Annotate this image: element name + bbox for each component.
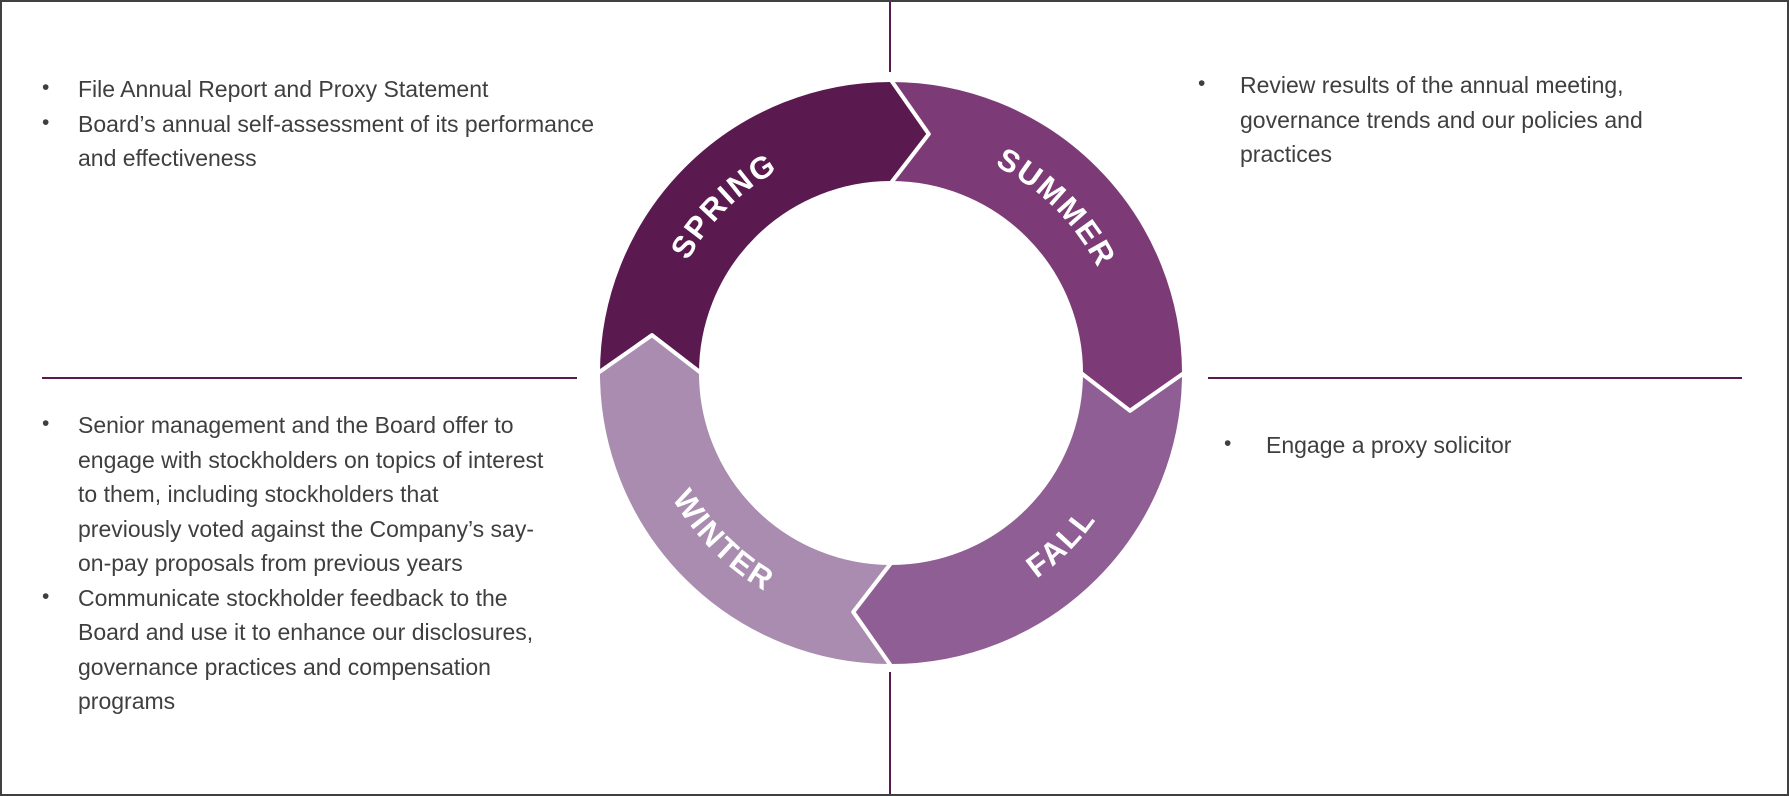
seasonal-cycle-diagram: SPRING SUMMER WINTER FALL <box>596 78 1186 668</box>
winter-arc-segment <box>596 333 893 668</box>
bullet-text: Board’s annual self-assessment of its pe… <box>78 110 595 172</box>
fall-arc-segment <box>851 371 1186 668</box>
spring-quadrant-text: • File Annual Report and Proxy Statement… <box>42 72 638 176</box>
bullet-item: • Board’s annual self-assessment of its … <box>42 107 638 176</box>
bullet-item: • Communicate stockholder feedback to th… <box>42 581 548 719</box>
winter-quadrant-text: • Senior management and the Board offer … <box>42 408 548 719</box>
bullet-marker: • <box>1198 72 1206 95</box>
spring-arc-segment <box>596 78 931 375</box>
bullet-item: • Senior management and the Board offer … <box>42 408 548 581</box>
bullet-marker: • <box>1224 432 1232 455</box>
left-divider-line <box>42 377 577 379</box>
bottom-divider-line <box>889 672 891 794</box>
summer-arc-segment <box>889 78 1186 413</box>
right-divider-line <box>1208 377 1742 379</box>
summer-quadrant-text: • Review results of the annual meeting, … <box>1198 68 1710 172</box>
bullet-text: Senior management and the Board offer to… <box>78 412 544 576</box>
fall-quadrant-text: • Engage a proxy solicitor <box>1224 428 1696 463</box>
bullet-marker: • <box>42 76 50 99</box>
bullet-text: Engage a proxy solicitor <box>1266 432 1512 458</box>
bullet-item: • Review results of the annual meeting, … <box>1198 68 1710 172</box>
bullet-marker: • <box>42 584 50 608</box>
bullet-item: • File Annual Report and Proxy Statement <box>42 72 638 107</box>
bullet-text: Review results of the annual meeting, go… <box>1240 72 1643 167</box>
bullet-marker: • <box>42 412 50 435</box>
bullet-text: File Annual Report and Proxy Statement <box>78 76 489 102</box>
bullet-marker: • <box>42 110 50 134</box>
top-divider-line <box>889 2 891 72</box>
bullet-text: Communicate stockholder feedback to the … <box>78 584 534 715</box>
bullet-item: • Engage a proxy solicitor <box>1224 428 1696 463</box>
